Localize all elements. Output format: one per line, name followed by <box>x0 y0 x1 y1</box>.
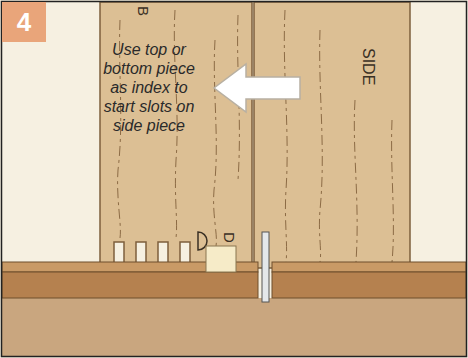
part-name: SIDE <box>360 48 376 85</box>
step-number: 4 <box>17 7 31 38</box>
part-letter: D <box>222 232 237 243</box>
side-piece <box>254 2 410 268</box>
part-letter: B <box>136 6 151 16</box>
instruction-note: Use top or bottom piece as index to star… <box>97 40 201 135</box>
step-number-box: 4 <box>2 2 46 42</box>
